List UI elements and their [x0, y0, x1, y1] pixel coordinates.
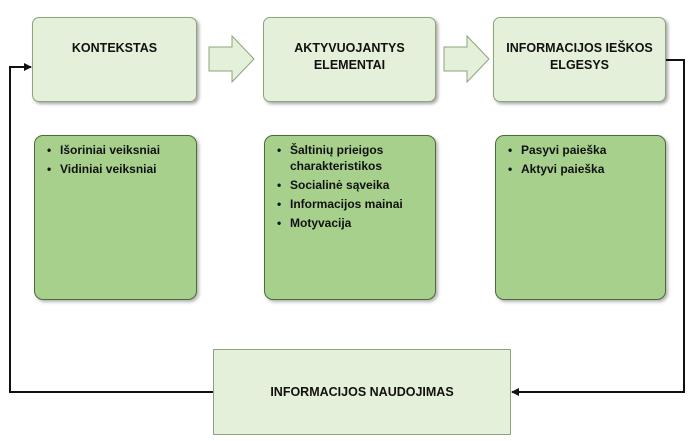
information-use-box-label: INFORMACIJOS NAUDOJIMAS: [270, 384, 454, 399]
list-item: •Pasyvi paieška: [508, 143, 607, 157]
bullet-icon: •: [508, 162, 513, 176]
list-item: •Socialinė sąveika: [277, 178, 390, 192]
flow-arrow-icon: [208, 34, 255, 84]
context-factors-list: •Išoriniai veiksniai •Vidiniai veiksniai: [34, 135, 197, 300]
list-item: •Šaltinių prieigos charakteristikos: [277, 143, 384, 173]
bullet-icon: •: [277, 143, 282, 157]
list-item: •Informacijos mainai: [277, 197, 403, 211]
activating-elements-box-label: AKTYVUOJANTYS ELEMENTAI: [294, 41, 405, 72]
activating-elements-list: •Šaltinių prieigos charakteristikos •Soc…: [264, 135, 436, 300]
seeking-behavior-list: •Pasyvi paieška •Aktyvi paieška: [495, 135, 666, 300]
list-item: •Išoriniai veiksniai: [47, 143, 161, 157]
context-box-label: KONTEKSTAS: [71, 41, 158, 55]
bullet-icon: •: [47, 162, 52, 176]
flow-arrow-icon: [443, 34, 490, 84]
list-item: •Motyvacija: [277, 216, 352, 230]
bullet-icon: •: [508, 143, 513, 157]
activating-elements-box: AKTYVUOJANTYS ELEMENTAI: [263, 17, 436, 102]
information-seeking-behavior-box-label: INFORMACIJOS IEŠKOS ELGESYS: [506, 41, 653, 72]
loop-line-left: [9, 63, 213, 393]
loop-line-right: [511, 59, 685, 396]
bullet-icon: •: [277, 178, 282, 192]
information-use-box: INFORMACIJOS NAUDOJIMAS: [213, 349, 511, 435]
bullet-icon: •: [277, 197, 282, 211]
bullet-icon: •: [277, 216, 282, 230]
information-seeking-behavior-box: INFORMACIJOS IEŠKOS ELGESYS: [493, 17, 666, 102]
list-item: •Aktyvi paieška: [508, 162, 605, 176]
context-box: KONTEKSTAS: [32, 17, 197, 102]
list-item: •Vidiniai veiksniai: [47, 162, 157, 176]
bullet-icon: •: [47, 143, 52, 157]
